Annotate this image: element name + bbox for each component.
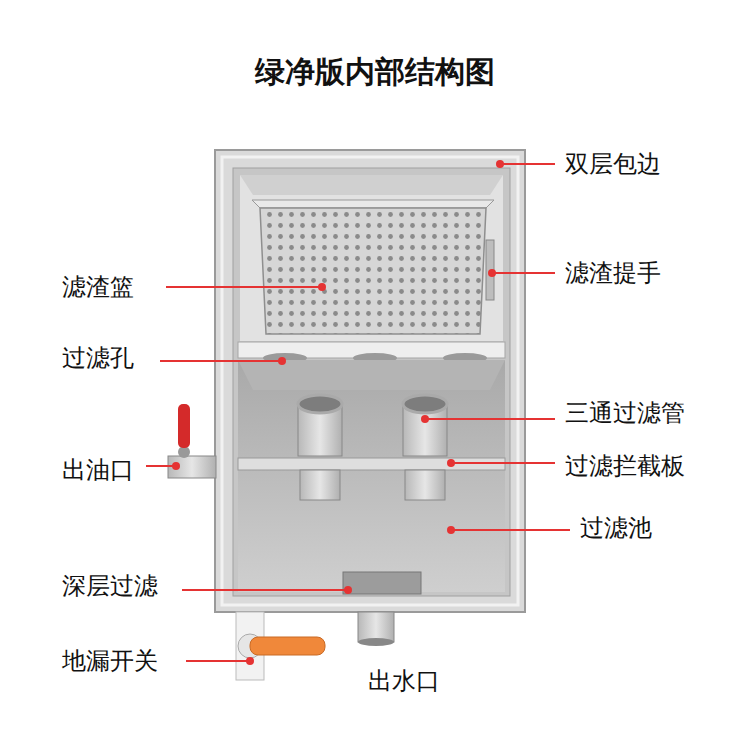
part-label: 过滤孔	[62, 343, 134, 373]
part-label: 三通过滤管	[565, 398, 685, 428]
part-label: 深层过滤	[62, 571, 158, 601]
part-label: 双层包边	[565, 149, 661, 179]
part-label: 地漏开关	[62, 646, 158, 676]
part-label: 出油口	[62, 455, 134, 485]
part-label: 出水口	[368, 666, 440, 696]
part-label: 滤渣提手	[565, 258, 661, 288]
diagram-title: 绿净版内部结构图	[255, 54, 495, 90]
part-label: 过滤拦截板	[565, 451, 685, 481]
part-label: 过滤池	[580, 513, 652, 543]
part-label: 滤渣篮	[62, 272, 134, 302]
